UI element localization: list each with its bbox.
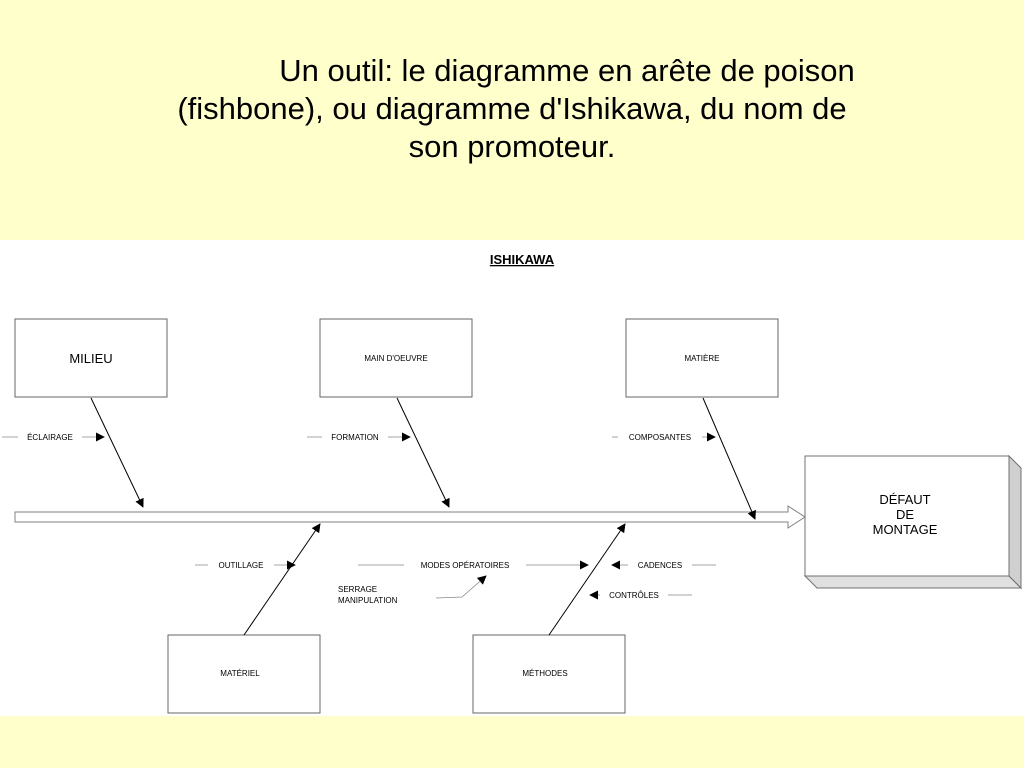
category-box-milieu: MILIEU (14, 318, 168, 398)
category-label-materiel: MATÉRIEL (220, 669, 260, 678)
title-line-1: Un outil: le diagramme en arête de poiso… (279, 53, 855, 88)
slide-title: Un outil: le diagramme en arête de poiso… (60, 52, 964, 166)
bone-milieu (90, 397, 144, 508)
cause-label-manipulation: MANIPULATION (338, 596, 398, 605)
cause-label-eclairage: ÉCLAIRAGE (27, 433, 73, 442)
title-line-2: (fishbone), ou diagramme d'Ishikawa, du … (177, 91, 847, 126)
effect-box: DÉFAUT DE MONTAGE (803, 454, 1023, 590)
cause-label-controles: CONTRÔLES (609, 591, 659, 600)
main-spine-arrow (14, 505, 806, 529)
cause-label-cadences: CADENCES (638, 561, 682, 570)
bone-materiel (243, 523, 321, 636)
category-label-matiere: MATIÈRE (685, 354, 720, 363)
bone-methodes (548, 523, 626, 636)
cause-label-modes-operatoires: MODES OPÉRATOIRES (421, 561, 510, 570)
cause-label-composantes: COMPOSANTES (629, 433, 691, 442)
effect-line-2: DE (896, 507, 914, 522)
effect-line-1: DÉFAUT (879, 492, 930, 507)
cause-label-formation: FORMATION (331, 433, 379, 442)
category-label-main-oeuvre: MAIN D'OEUVRE (364, 354, 427, 363)
category-box-matiere: MATIÈRE (625, 318, 779, 398)
cause-label-outillage: OUTILLAGE (219, 561, 264, 570)
diagram-heading: ISHIKAWA (490, 252, 555, 267)
title-line-3: son promoteur. (408, 129, 616, 164)
category-label-milieu: MILIEU (69, 351, 112, 366)
bone-main-oeuvre (396, 397, 450, 508)
category-box-main-oeuvre: MAIN D'OEUVRE (319, 318, 473, 398)
category-label-methodes: MÉTHODES (522, 669, 567, 678)
ishikawa-diagram: ISHIKAWA DÉFAUT DE MONTAGE MILIEU MAIN D… (2, 252, 1023, 714)
cause-line-serrage (435, 575, 487, 599)
category-box-materiel: MATÉRIEL (167, 634, 321, 714)
category-box-methodes: MÉTHODES (472, 634, 626, 714)
effect-line-3: MONTAGE (873, 522, 938, 537)
cause-label-serrage: SERRAGE (338, 585, 377, 594)
bone-matiere (702, 397, 756, 520)
